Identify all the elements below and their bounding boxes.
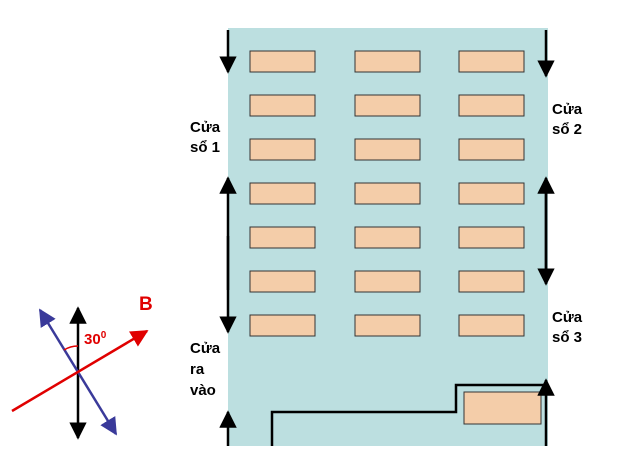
window-3-label: Cửa sổ 3 xyxy=(552,308,582,348)
needle-arrow-down xyxy=(76,371,118,436)
desk xyxy=(354,138,421,161)
desk xyxy=(249,270,316,293)
platform-outline xyxy=(270,383,548,446)
window-3-label-line2: sổ 3 xyxy=(552,329,583,346)
desk xyxy=(354,182,421,205)
door-label-line3: vào xyxy=(190,382,216,399)
angle-label: 300 xyxy=(84,330,106,348)
needle-arrow-up xyxy=(38,308,80,373)
walls xyxy=(219,30,555,446)
window-1-label: Cửa sổ 1 xyxy=(190,118,220,158)
desk xyxy=(249,50,316,73)
field-b-arrow xyxy=(11,329,149,413)
window-2-label-line1: Cửa xyxy=(552,101,583,118)
field-b-label: B xyxy=(139,294,153,315)
desk xyxy=(249,94,316,117)
desk xyxy=(249,182,316,205)
desk xyxy=(354,314,421,337)
angle-arc xyxy=(63,345,79,351)
desk xyxy=(354,94,421,117)
door-label: Cửa ra vào xyxy=(190,338,220,401)
desk xyxy=(249,314,316,337)
window-3-label-line1: Cửa xyxy=(552,309,583,326)
desk xyxy=(354,226,421,249)
window-2-label-line2: sổ 2 xyxy=(552,121,583,138)
window-1-label-line1: Cửa xyxy=(190,119,221,136)
desk xyxy=(249,226,316,249)
angle-value: 30 xyxy=(84,331,101,348)
door-label-line2: ra xyxy=(190,361,205,378)
desk xyxy=(458,94,525,117)
field-diagram xyxy=(11,306,149,440)
window-2-label: Cửa sổ 2 xyxy=(552,100,582,140)
desk xyxy=(458,270,525,293)
desk xyxy=(458,182,525,205)
window-1-label-line2: sổ 1 xyxy=(190,139,221,156)
angle-exponent: 0 xyxy=(100,330,107,341)
desk-grid xyxy=(249,50,525,337)
desk xyxy=(458,226,525,249)
desk xyxy=(354,270,421,293)
desk xyxy=(354,50,421,73)
desk xyxy=(458,314,525,337)
teacher-desk xyxy=(463,391,542,425)
desk xyxy=(458,138,525,161)
door-label-line1: Cửa xyxy=(190,340,221,357)
desk xyxy=(458,50,525,73)
desk xyxy=(249,138,316,161)
